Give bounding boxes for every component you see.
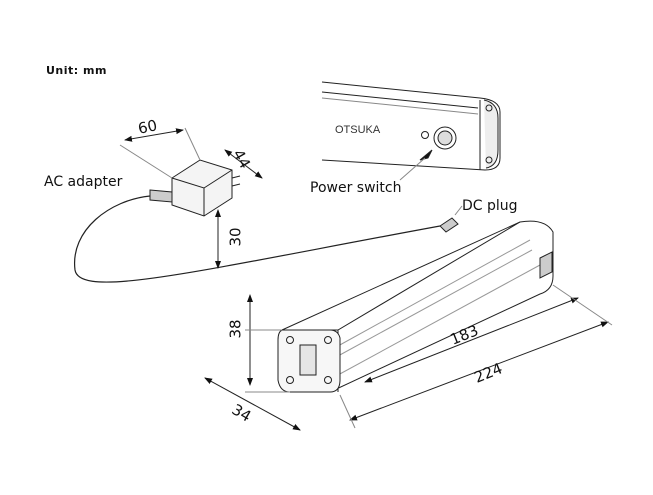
dc-plug-label: DC plug bbox=[462, 198, 518, 214]
dim-bar-height: 38 bbox=[226, 319, 245, 339]
dim-adapter-height: 30 bbox=[226, 227, 245, 247]
ac-adapter-drawing bbox=[74, 159, 463, 283]
dc-plug-icon bbox=[439, 217, 459, 233]
brand-logo: OTSUKA bbox=[335, 124, 381, 136]
power-switch-inset bbox=[321, 81, 501, 181]
cable bbox=[74, 195, 441, 283]
power-switch-icon bbox=[433, 126, 457, 150]
power-switch-label: Power switch bbox=[310, 180, 402, 196]
ac-adapter-label: AC adapter bbox=[44, 174, 123, 190]
unit-label: Unit: mm bbox=[46, 64, 107, 77]
indicator-led-icon bbox=[421, 131, 429, 139]
light-bar-drawing bbox=[277, 220, 554, 393]
